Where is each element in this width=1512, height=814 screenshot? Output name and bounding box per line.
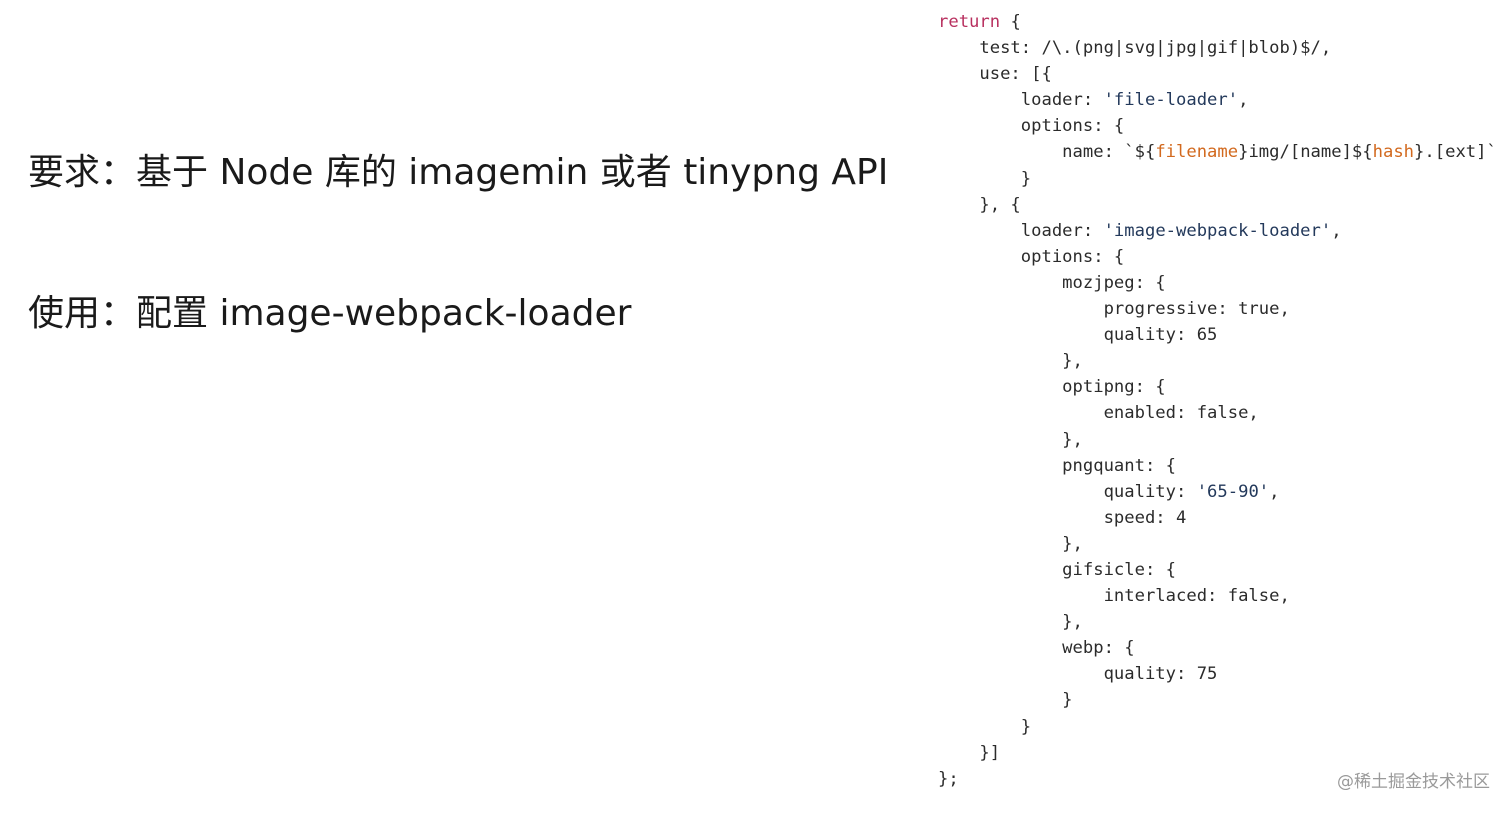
code-text: webp: { [938,638,1135,659]
code-text: }, [938,612,1083,633]
code-text: }; [938,768,959,789]
code-line: optipng: { [938,374,1497,400]
code-text: quality: [938,481,1197,502]
usage-heading: 使用：配置 image-webpack-loader [28,293,632,334]
code-text: }img/[name]${ [1238,142,1373,163]
code-text: enabled: false, [938,403,1259,424]
code-text: quality: 65 [938,325,1218,346]
code-line: } [938,166,1497,192]
code-line: name: `${filename}img/[name]${hash}.[ext… [938,139,1497,165]
code-line: return { [938,9,1497,35]
code-text: , [1269,481,1280,502]
code-line: test: /\.(png|svg|jpg|gif|blob)$/, [938,35,1497,61]
code-text: }, [938,429,1083,450]
code-line: speed: 4 [938,505,1497,531]
code-string: 'file-loader' [1103,90,1239,111]
code-text: { [1000,12,1021,32]
code-text: } [938,716,1032,737]
code-variable: filename [1155,142,1239,163]
code-line: loader: 'image-webpack-loader', [938,218,1497,244]
webpack-config-code-block: return { test: /\.(png|svg|jpg|gif|blob)… [938,9,1497,792]
code-text: name: `${ [938,142,1156,163]
code-text: }, { [938,194,1021,215]
code-text: progressive: true, [938,299,1290,320]
code-text: } [938,168,1032,189]
code-text: quality: 75 [938,664,1218,685]
code-text: pngquant: { [938,455,1176,476]
code-line: }, [938,348,1497,374]
watermark: @稀土掘金技术社区 [1337,772,1490,792]
code-string: 'image-webpack-loader' [1103,220,1332,241]
code-text: , [1238,90,1249,111]
code-line: quality: 65 [938,322,1497,348]
code-text: options: { [938,116,1125,137]
code-line: progressive: true, [938,296,1497,322]
code-line: enabled: false, [938,400,1497,426]
code-string: '65-90' [1196,481,1270,502]
code-line: loader: 'file-loader', [938,87,1497,113]
code-text: speed: 4 [938,507,1187,528]
code-text: loader: [938,90,1104,111]
code-line: }, { [938,192,1497,218]
code-line: pngquant: { [938,453,1497,479]
code-text: options: { [938,246,1125,267]
code-variable: hash [1372,142,1415,163]
code-line: } [938,714,1497,740]
code-line: interlaced: false, [938,583,1497,609]
code-line: }] [938,740,1497,766]
code-text: mozjpeg: { [938,272,1166,293]
code-line: options: { [938,244,1497,270]
code-line: quality: '65-90', [938,479,1497,505]
code-text: optipng: { [938,377,1166,398]
code-keyword: return [938,12,1001,32]
code-text: test: /\.(png|svg|jpg|gif|blob)$/, [938,38,1332,59]
code-line: }, [938,531,1497,557]
code-text: use: [{ [938,64,1052,85]
code-line: } [938,687,1497,713]
requirement-heading: 要求：基于 Node 库的 imagemin 或者 tinypng API [28,152,889,193]
code-text: , [1331,220,1342,241]
code-text: loader: [938,220,1104,241]
code-line: }; [938,766,1497,792]
code-text: interlaced: false, [938,586,1290,607]
code-line: quality: 75 [938,661,1497,687]
code-text: }.[ext]` [1414,142,1497,163]
code-text: }, [938,533,1083,554]
code-line: }, [938,609,1497,635]
code-line: gifsicle: { [938,557,1497,583]
code-text: gifsicle: { [938,559,1176,580]
code-line: }, [938,427,1497,453]
code-text: } [938,690,1073,711]
code-line: use: [{ [938,61,1497,87]
code-line: mozjpeg: { [938,270,1497,296]
code-line: options: { [938,113,1497,139]
code-text: }] [938,742,1001,763]
code-line: webp: { [938,635,1497,661]
code-text: }, [938,351,1083,372]
